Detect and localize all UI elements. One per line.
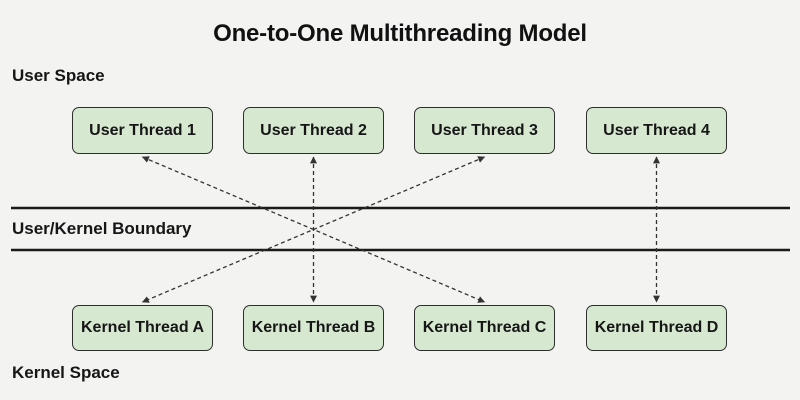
kernel-thread-c-box: Kernel Thread C [414, 305, 555, 351]
kernel-thread-a-box: Kernel Thread A [72, 305, 213, 351]
arrow-user3-kernelA [141, 156, 486, 303]
user-thread-3-box: User Thread 3 [414, 107, 555, 154]
user-thread-2-box: User Thread 2 [243, 107, 384, 154]
kernel-space-label: Kernel Space [12, 363, 120, 382]
kernel-thread-b-box: Kernel Thread B [243, 305, 384, 351]
user-space-label: User Space [12, 66, 105, 85]
kernel-thread-d-box: Kernel Thread D [586, 305, 727, 351]
diagram-title: One-to-One Multithreading Model [213, 20, 587, 47]
user-thread-4-box: User Thread 4 [586, 107, 727, 154]
user-kernel-boundary-label: User/Kernel Boundary [12, 219, 192, 238]
user-thread-1-box: User Thread 1 [72, 107, 213, 154]
arrow-user1-kernelC [141, 156, 486, 303]
